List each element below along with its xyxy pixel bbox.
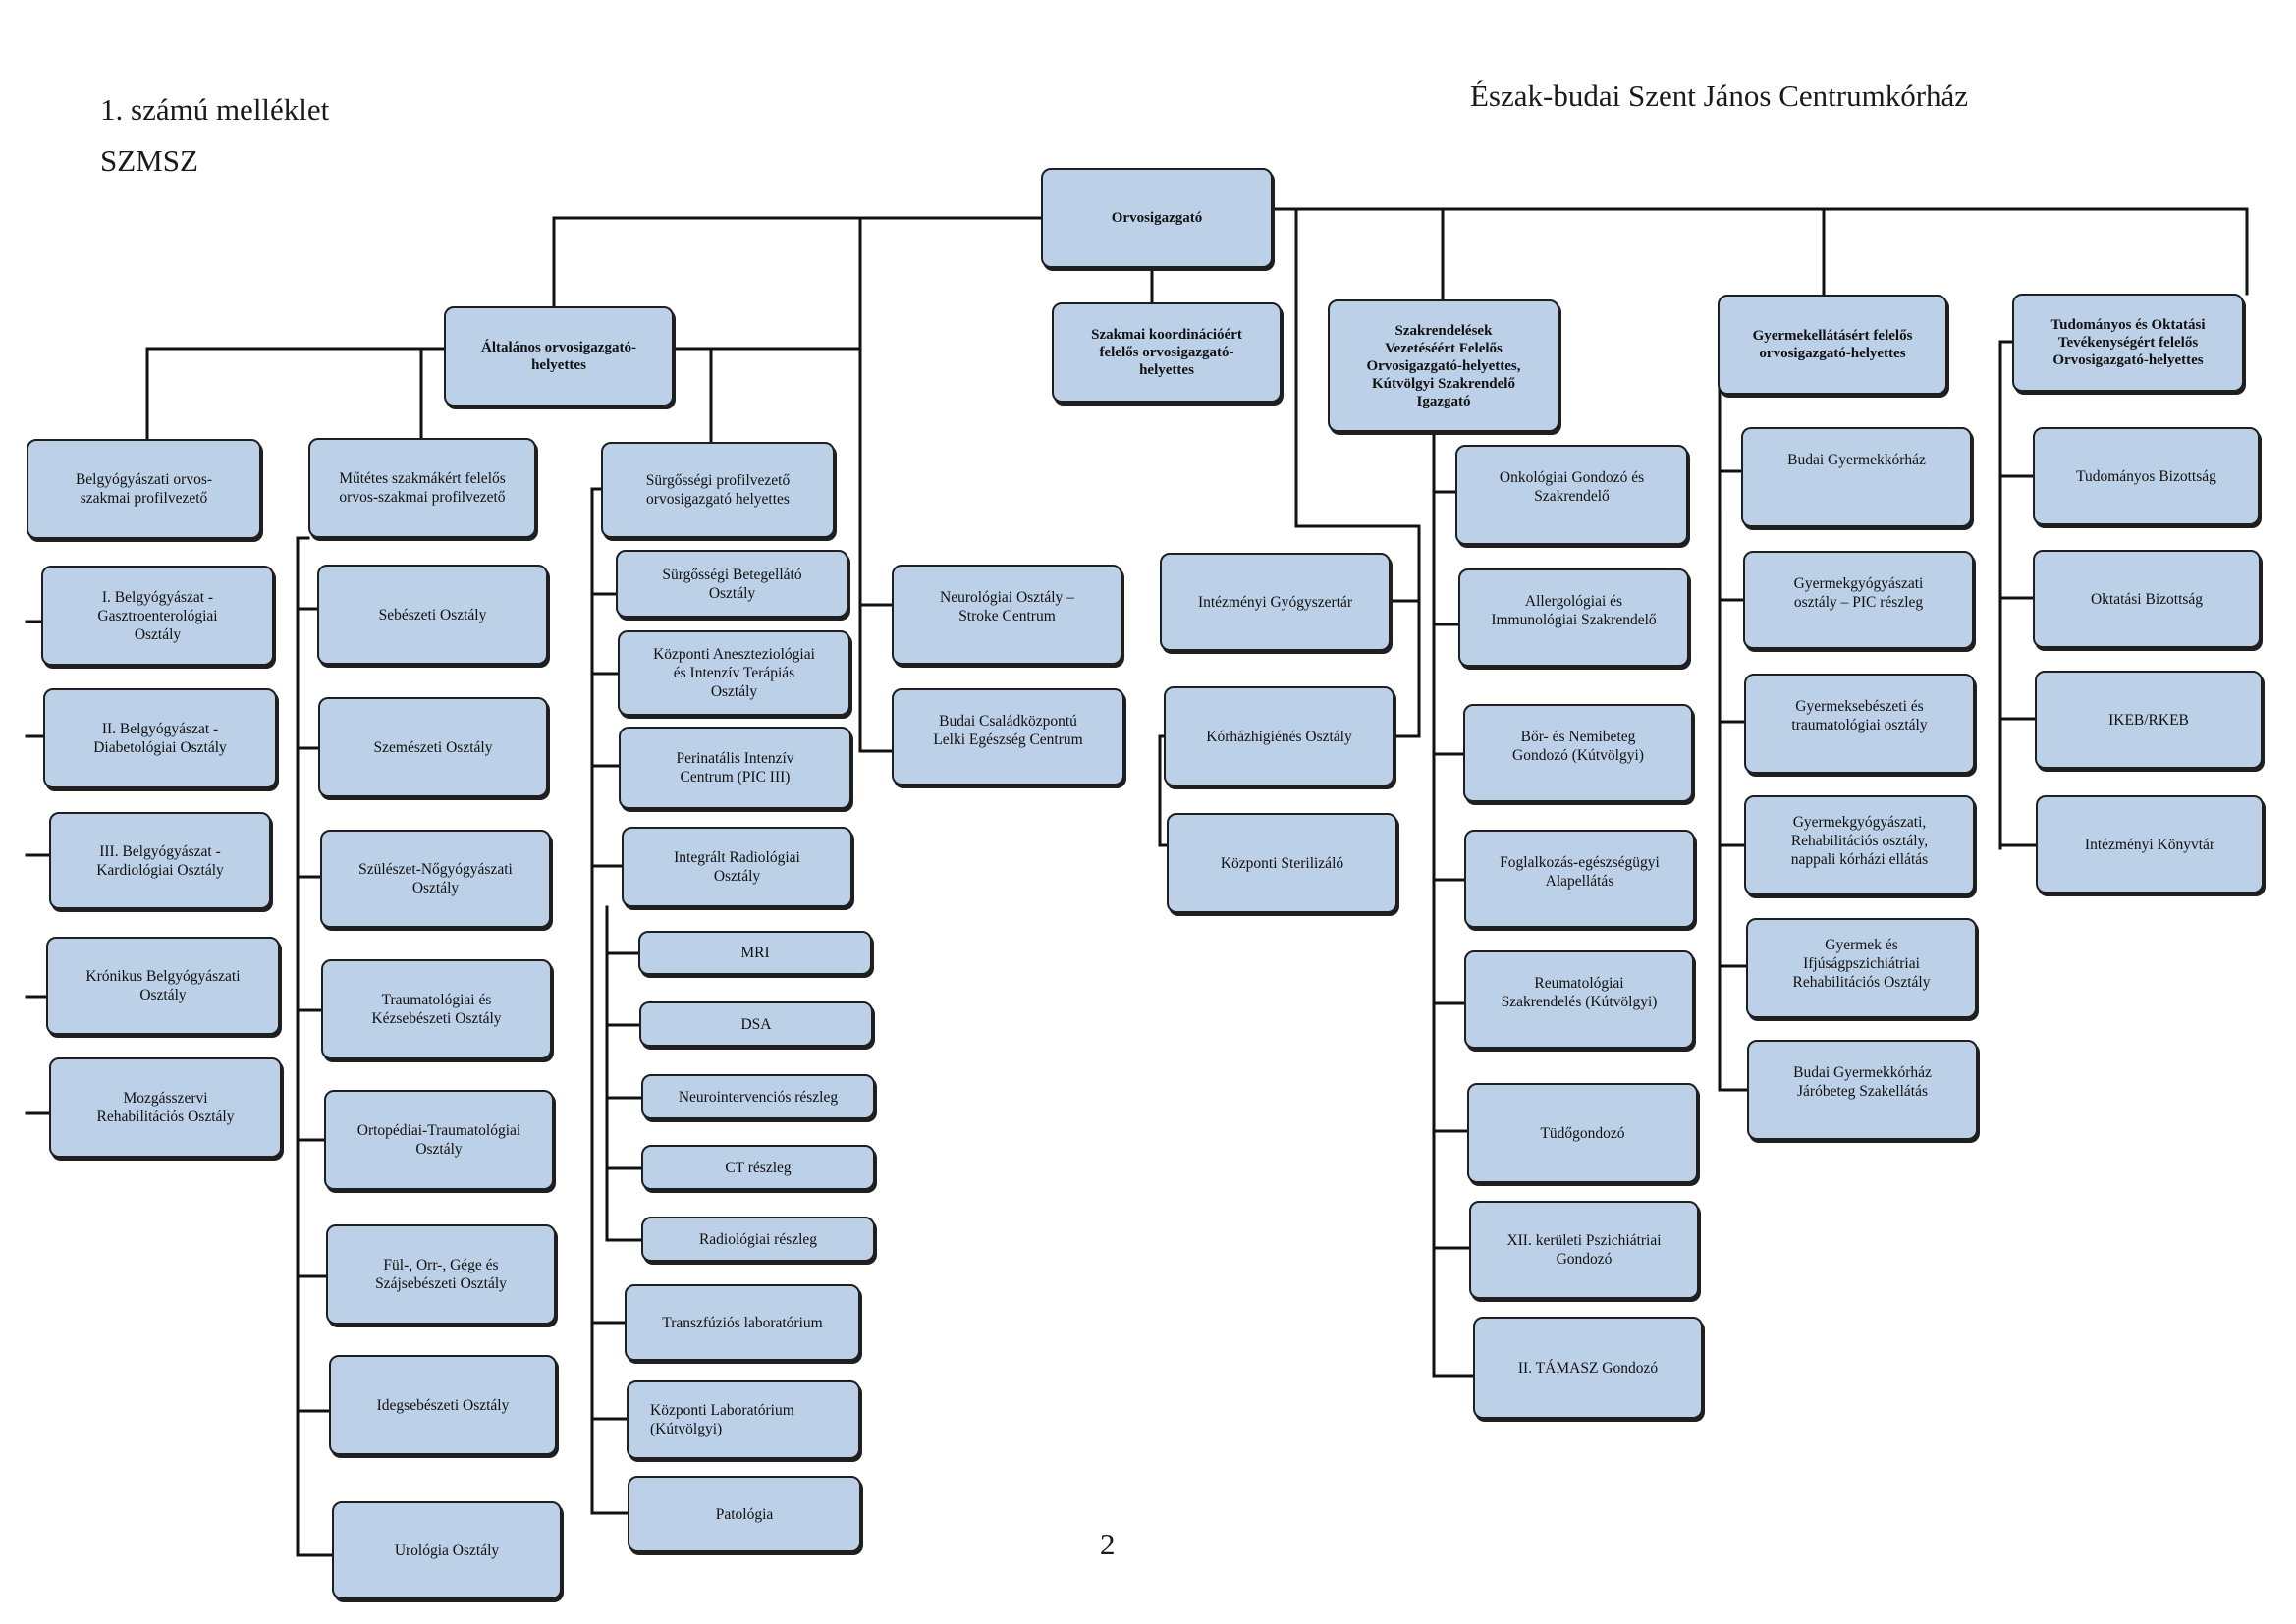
org-box-unit: Tüdőgondozó [1467,1083,1698,1183]
org-box-unit: XII. kerületi Pszichiátriai Gondozó [1469,1201,1699,1299]
org-box-unit: Onkológiai Gondozó és Szakrendelő [1455,445,1688,545]
org-box-radiology: Integrált Radiológiai Osztály [622,827,852,907]
org-box-outpatient-deputy: Szakrendelések Vezetéséért Felelős Orvos… [1328,299,1559,432]
org-box-unit: Allergológiai és Immunológiai Szakrendel… [1458,568,1689,667]
institution-name: Észak-budai Szent János Centrumkórház [1470,79,1969,113]
org-box-unit: II. Belgyógyászat - Diabetológiai Osztál… [43,688,277,788]
org-box-unit: Perinatális Intenzív Centrum (PIC III) [619,727,851,809]
org-box-unit: II. TÁMASZ Gondozó [1473,1317,1703,1419]
org-box-unit: Intézményi Gyógyszertár [1160,553,1391,651]
org-box-unit: III. Belgyógyászat - Kardiológiai Osztál… [49,812,271,909]
org-box-unit: Mozgásszervi Rehabilitációs Osztály [49,1057,282,1158]
org-box-unit: Központi Aneszteziológiai és Intenzív Te… [618,630,850,716]
org-box-unit: Traumatológiai és Kézsebészeti Osztály [321,959,552,1059]
org-box-unit: Budai Családközpontú Lelki Egészség Cent… [892,688,1124,785]
org-box-subunit: DSA [639,1001,873,1047]
org-box-unit: Gyermekgyógyászati, Rehabilitációs osztá… [1744,795,1975,895]
org-box-unit: Gyermekgyógyászati osztály – PIC részleg [1743,551,1974,649]
org-box-unit: Krónikus Belgyógyászati Osztály [46,937,280,1035]
org-box-unit: Ortopédiai-Traumatológiai Osztály [324,1090,554,1190]
org-box-general-deputy: Általános orvosigazgató- helyettes [444,306,674,406]
org-box-emergency-head: Sürgősségi profilvezető orvosigazgató he… [601,442,835,538]
org-box-unit: Foglalkozás-egészségügyi Alapellátás [1464,830,1695,928]
org-box-unit: Kórházhigiénés Osztály [1164,686,1394,786]
org-box-subunit: MRI [638,931,872,975]
org-box-unit: Gyermeksebészeti és traumatológiai osztá… [1744,674,1975,774]
org-box-unit: Bőr- és Nemibeteg Gondozó (Kútvölgyi) [1463,704,1693,802]
org-box-subunit: CT részleg [641,1145,875,1190]
org-box-unit: Transzfúziós laboratórium [625,1284,860,1361]
org-box-unit: Idegsebészeti Osztály [329,1355,557,1455]
org-box-unit: Szülészet-Nőgyógyászati Osztály [320,830,551,928]
org-box-unit: Budai Gyermekkórház [1741,427,1972,527]
page-number: 2 [1100,1527,1116,1561]
org-box-unit: Urológia Osztály [332,1501,562,1599]
org-box-unit: IKEB/RKEB [2035,671,2263,769]
org-box-unit: Gyermek és Ifjúságpszichiátriai Rehabili… [1746,918,1977,1018]
org-box-unit: Központi Sterilizáló [1167,813,1397,913]
org-box-unit: Központi Laboratórium (Kútvölgyi) [627,1380,860,1459]
org-box-unit: Sebészeti Osztály [317,565,548,665]
org-box-unit: Fül-, Orr-, Gége és Szájsebészeti Osztál… [326,1224,556,1325]
org-box-internal-medicine-head: Belgyógyászati orvos- szakmai profilveze… [27,439,261,539]
org-box-coordination-deputy: Szakmai koordinációért felelős orvosigaz… [1052,302,1282,403]
org-box-medical-director: Orvosigazgató [1041,168,1273,268]
org-box-unit: Intézményi Könyvtár [2036,795,2264,893]
org-box-subunit: Radiológiai részleg [641,1217,875,1262]
org-box-unit: Oktatási Bizottság [2033,550,2261,648]
regulation-label: SZMSZ [100,143,198,178]
org-box-surgical-head: Műtétes szakmákért felelős orvos-szakmai… [308,438,536,538]
org-box-unit: Szemészeti Osztály [318,697,548,797]
org-box-unit: Tudományos Bizottság [2033,427,2260,525]
org-box-subunit: Neurointervenciós részleg [641,1074,875,1119]
org-box-pediatric-deputy: Gyermekellátásért felelős orvosigazgató-… [1718,295,1947,395]
org-box-unit: Neurológiai Osztály – Stroke Centrum [892,565,1122,665]
org-box-unit: Reumatológiai Szakrendelés (Kútvölgyi) [1464,950,1694,1049]
org-box-unit: Patológia [628,1476,861,1552]
annex-label: 1. számú melléklet [100,92,330,127]
org-box-science-deputy: Tudományos és Oktatási Tevékenységért fe… [2012,294,2244,392]
org-box-unit: I. Belgyógyászat - Gasztroenterológiai O… [41,566,274,666]
org-box-unit: Budai Gyermekkórház Járóbeteg Szakellátá… [1747,1040,1978,1140]
org-box-unit: Sürgősségi Betegellátó Osztály [616,550,848,618]
